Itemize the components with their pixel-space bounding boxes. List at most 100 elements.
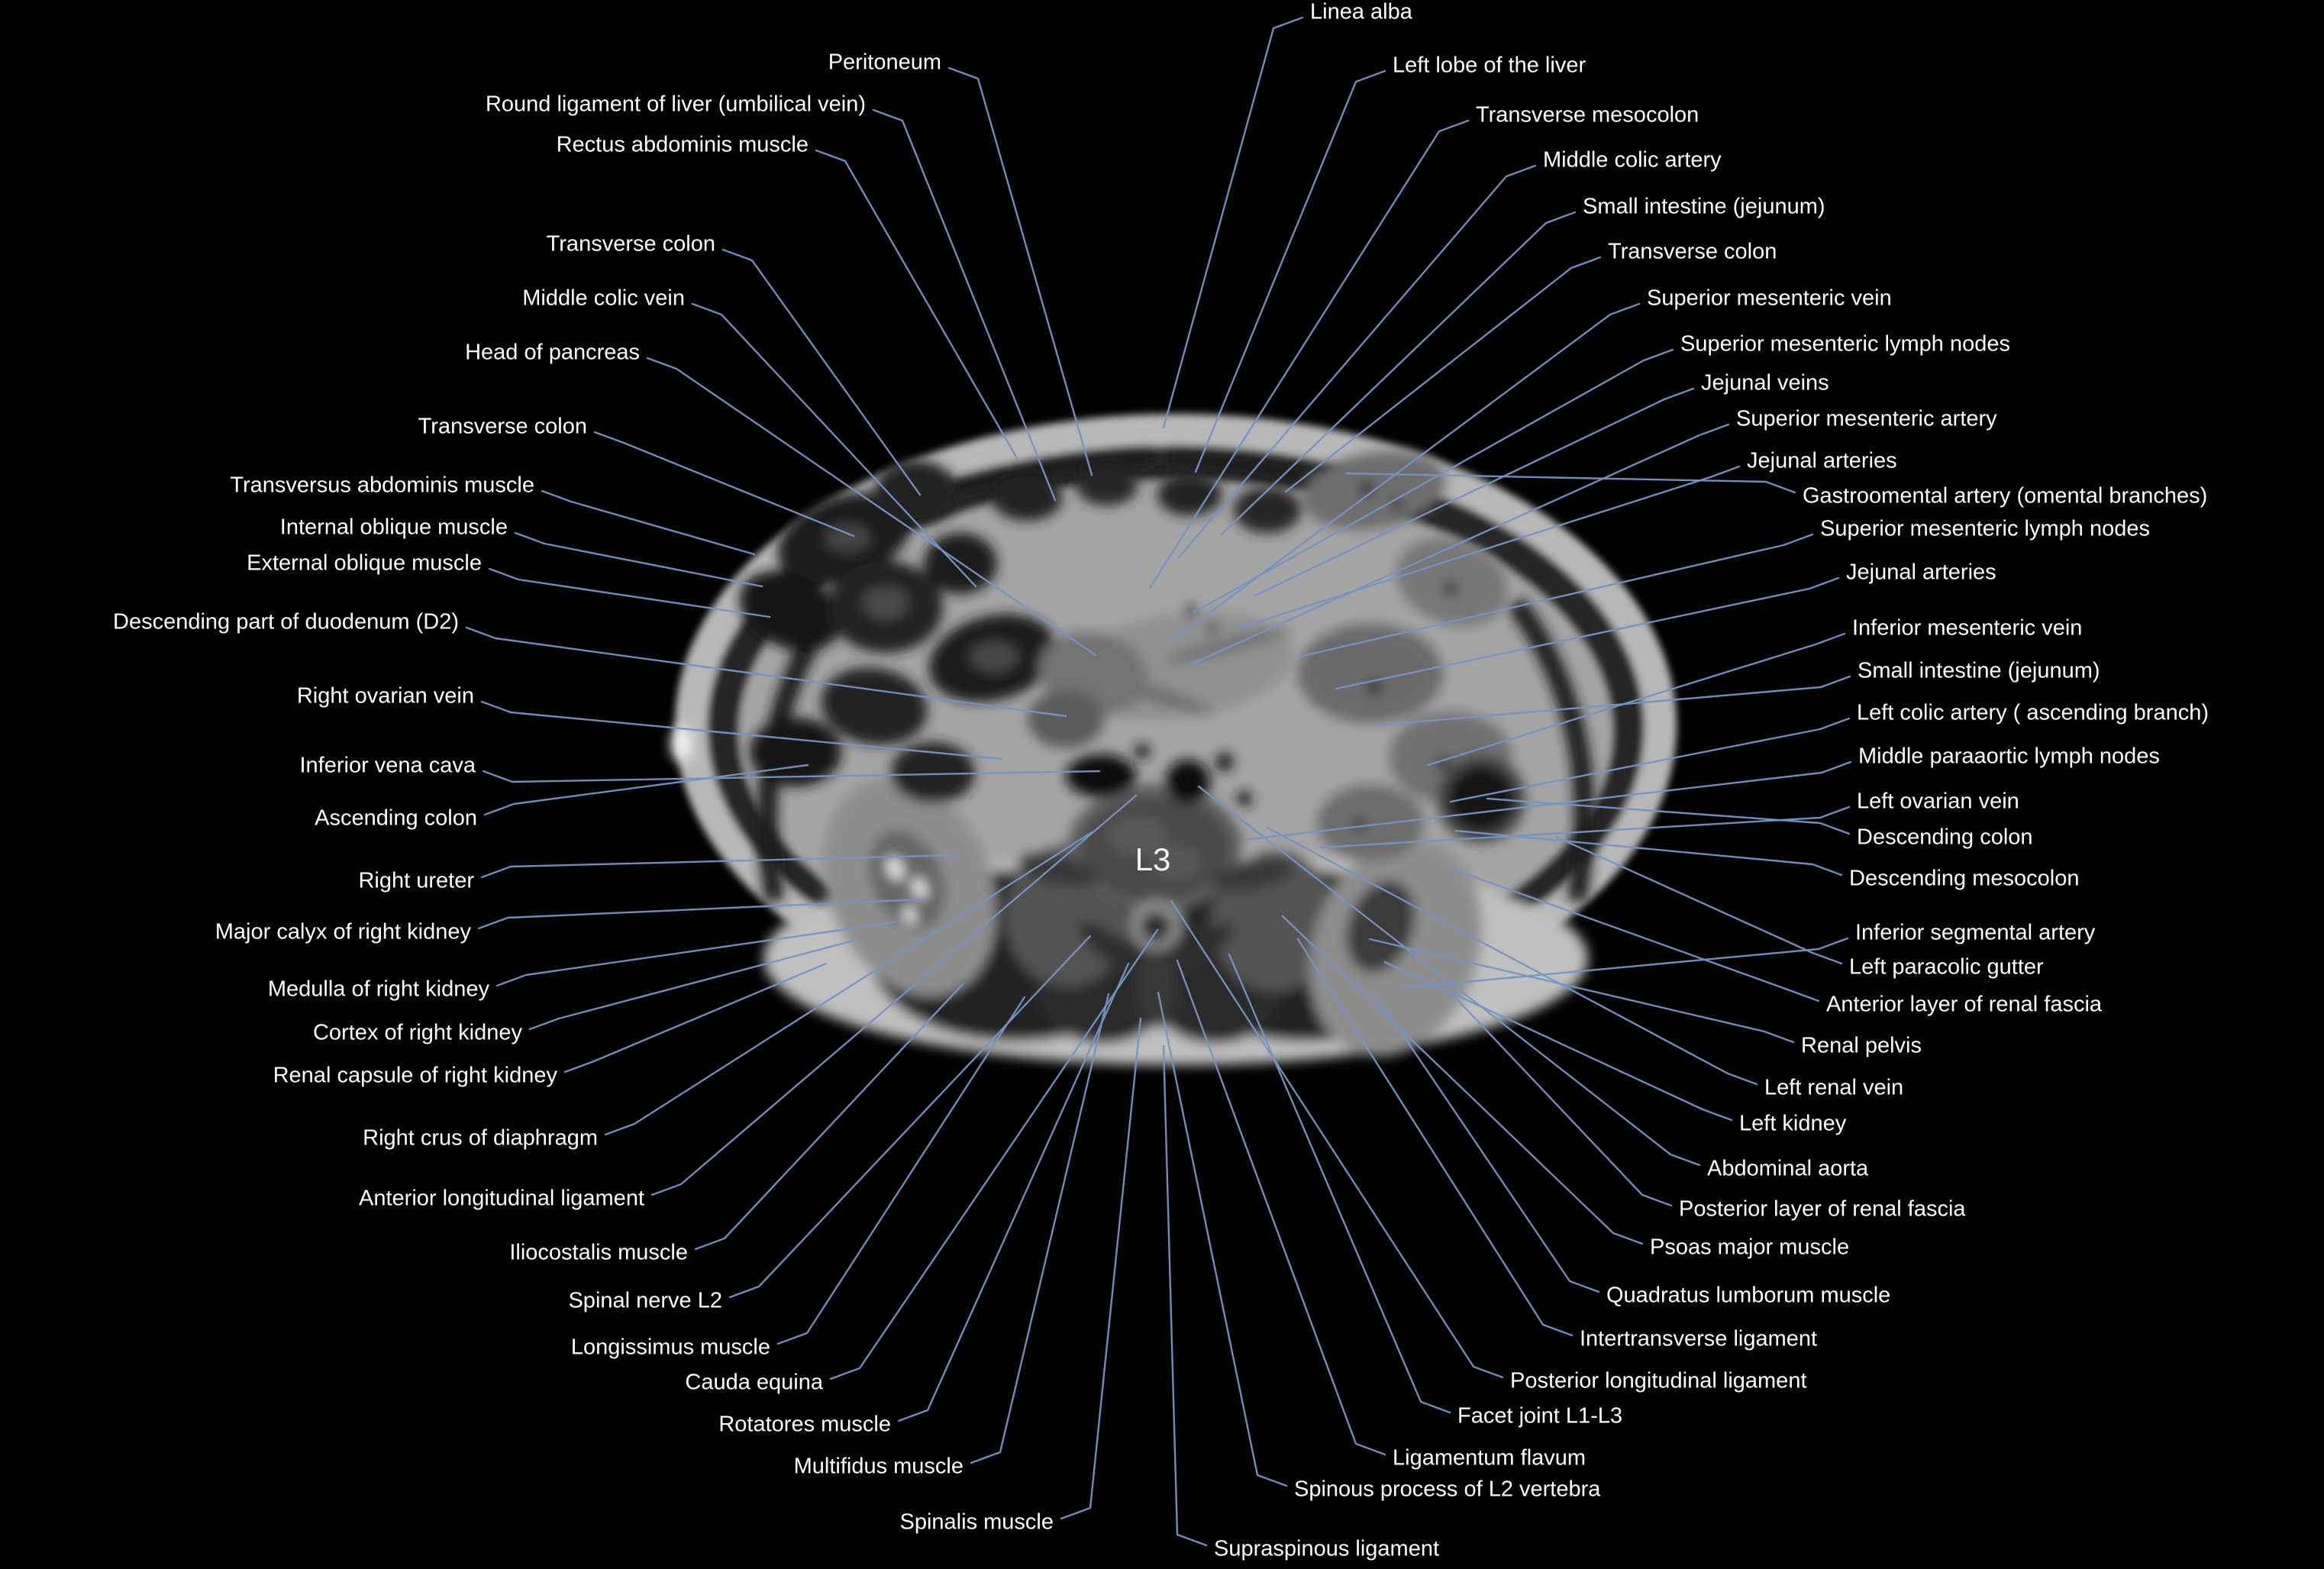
anatomy-label: Superior mesenteric artery xyxy=(1736,407,1997,431)
anatomy-label: Cortex of right kidney xyxy=(313,1021,523,1045)
anatomy-label: Abdominal aorta xyxy=(1707,1157,1869,1181)
leader-line xyxy=(897,962,1130,1422)
anatomy-label: Major calyx of right kidney xyxy=(215,920,472,944)
anatomy-label: Left kidney xyxy=(1739,1112,1847,1136)
leader-line xyxy=(1162,1044,1208,1547)
anatomy-label: Renal pelvis xyxy=(1801,1034,1922,1058)
leader-line xyxy=(1383,960,1733,1122)
leader-line xyxy=(1399,937,1849,990)
anatomy-label: Inferior vena cava xyxy=(299,754,476,778)
mri-cross-section: L3 xyxy=(671,414,1677,1065)
leader-line xyxy=(528,939,855,1031)
leader-line xyxy=(1345,472,1796,494)
leader-line xyxy=(1374,675,1851,727)
anatomy-label: Right crus of diaphragm xyxy=(363,1126,598,1151)
leader-line xyxy=(1554,835,1843,965)
anatomy-label: Superior mesenteric lymph nodes xyxy=(1680,332,2010,357)
anatomy-label: Posterior layer of renal fascia xyxy=(1679,1197,1966,1222)
anatomy-label: Jejunal arteries xyxy=(1747,449,1897,473)
anatomy-label: Internal oblique muscle xyxy=(280,515,508,540)
leader-line xyxy=(1254,387,1695,597)
anatomy-label: Descending colon xyxy=(1857,825,2033,850)
leader-line xyxy=(1281,915,1644,1245)
anatomy-label: Left renal vein xyxy=(1764,1076,1903,1100)
vertebra-l3-label: L3 xyxy=(1135,841,1171,877)
anatomy-label: Medulla of right kidney xyxy=(268,977,490,1002)
leader-line xyxy=(1449,717,1851,803)
anatomy-label: Transverse colon xyxy=(547,232,715,257)
leader-line xyxy=(1426,632,1846,767)
leader-line xyxy=(1220,211,1577,536)
anatomy-label: Right ureter xyxy=(358,869,474,893)
anatomy-label: Longissimus muscle xyxy=(571,1335,770,1360)
anatomy-label: Multifidus muscle xyxy=(794,1454,963,1479)
anatomy-label: Transversus abdominis muscle xyxy=(230,473,534,498)
leader-line xyxy=(1368,938,1795,1044)
anatomy-label: Jejunal veins xyxy=(1701,371,1829,395)
leader-line xyxy=(1176,959,1386,1456)
anatomy-label: Left lobe of the liver xyxy=(1393,53,1586,78)
leader-line xyxy=(1319,805,1851,849)
leader-line xyxy=(1373,991,1600,1293)
anatomy-label: Cauda equina xyxy=(685,1370,823,1395)
leader-line xyxy=(477,898,922,930)
anatomy-label: Small intestine (jejunum) xyxy=(1858,659,2100,683)
anatomy-label: Anterior layer of renal fascia xyxy=(1826,993,2103,1017)
leader-line xyxy=(1060,1017,1142,1520)
anatomy-label: Facet joint L1-L3 xyxy=(1457,1404,1622,1429)
leader-line xyxy=(480,700,1003,760)
leader-line xyxy=(1157,991,1288,1487)
leader-line xyxy=(1194,69,1386,473)
leader-line xyxy=(1266,826,1758,1086)
anatomy-label: Peritoneum xyxy=(828,50,941,75)
leader-line xyxy=(1228,953,1451,1414)
anatomy-label: Middle paraaortic lymph nodes xyxy=(1858,744,2160,769)
leader-line xyxy=(776,996,1026,1345)
leader-line xyxy=(465,626,1067,718)
leader-line xyxy=(872,108,1057,502)
anatomy-label: External oblique muscle xyxy=(247,551,482,576)
leader-line xyxy=(721,248,922,496)
anatomy-label: Anterior longitudinal ligament xyxy=(359,1186,644,1211)
anatomy-label: Linea alba xyxy=(1310,0,1413,24)
anatomy-label: Gastroomental artery (omental branches) xyxy=(1803,484,2207,508)
leader-line xyxy=(1148,119,1470,589)
leader-line xyxy=(1170,302,1641,643)
anatomy-label: Renal capsule of right kidney xyxy=(273,1064,558,1088)
leader-line xyxy=(1177,164,1537,559)
leader-line xyxy=(593,431,855,538)
leader-line xyxy=(514,531,763,588)
anatomy-label: Middle colic vein xyxy=(522,286,685,311)
anatomy-label: Right ovarian vein xyxy=(297,684,474,709)
leader-line xyxy=(1335,576,1840,690)
anatomy-label: Rotatores muscle xyxy=(718,1412,891,1437)
anatomy-label: Spinal nerve L2 xyxy=(568,1289,722,1313)
organs xyxy=(671,450,1594,1065)
anatomy-label: Psoas major muscle xyxy=(1650,1235,1849,1260)
leader-line xyxy=(488,567,771,618)
leader-line xyxy=(480,854,957,879)
leader-line xyxy=(483,764,809,816)
anatomy-label: Intertransverse ligament xyxy=(1580,1327,1817,1351)
leader-line xyxy=(495,921,896,987)
anatomy-label: Iliocostalis muscle xyxy=(509,1241,688,1265)
leader-line xyxy=(970,993,1110,1464)
anatomy-label: Head of pancreas xyxy=(465,341,640,365)
leader-line xyxy=(947,66,1093,476)
anatomy-label: Inferior mesenteric vein xyxy=(1852,616,2082,641)
anatomy-label: Supraspinous ligament xyxy=(1214,1537,1439,1561)
anatomy-label: Ascending colon xyxy=(315,806,477,831)
anatomy-label: Jejunal arteries xyxy=(1846,560,1996,585)
anatomy-label: Spinalis muscle xyxy=(900,1510,1054,1535)
anatomy-label: Superior mesenteric vein xyxy=(1647,286,1892,311)
leader-line xyxy=(728,935,1092,1299)
leader-line xyxy=(1454,829,1843,877)
leader-line xyxy=(1162,16,1304,429)
leader-line xyxy=(1446,866,1820,1002)
leader-line xyxy=(691,302,977,588)
leader-line xyxy=(650,794,1138,1196)
leader-line xyxy=(1486,797,1851,835)
anatomy-label: Left paracolic gutter xyxy=(1849,955,2044,980)
